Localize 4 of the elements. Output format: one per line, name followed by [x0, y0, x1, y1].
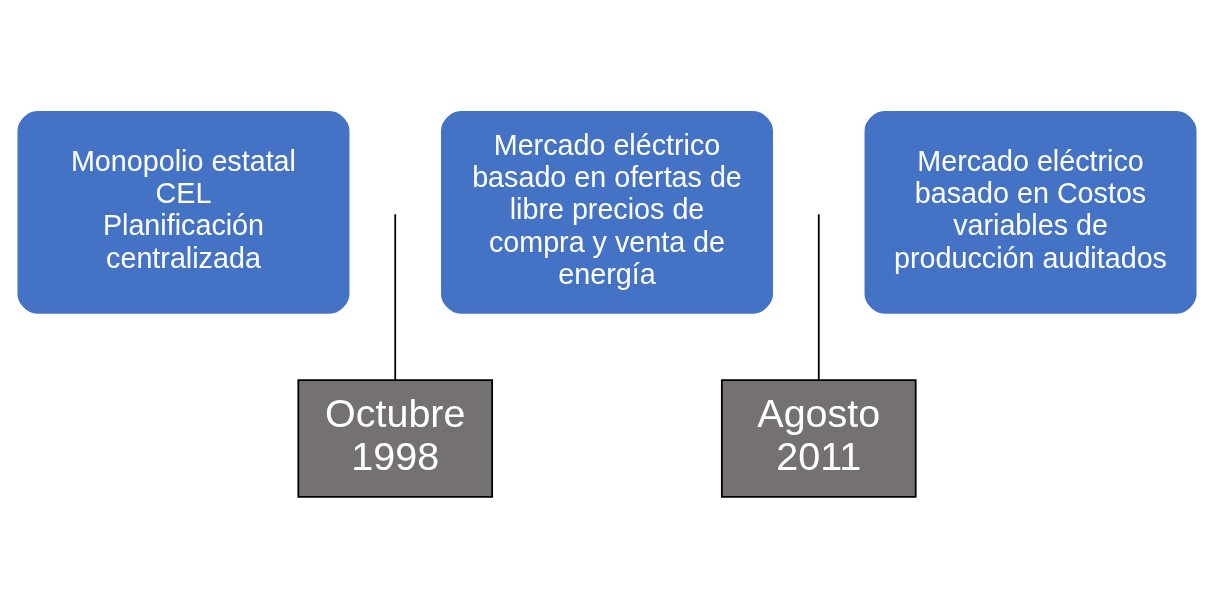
- connector: [817, 213, 820, 381]
- node-box: Octubre 1998: [297, 379, 494, 498]
- connector: [394, 213, 397, 381]
- node-box: Agosto 2011: [720, 379, 917, 498]
